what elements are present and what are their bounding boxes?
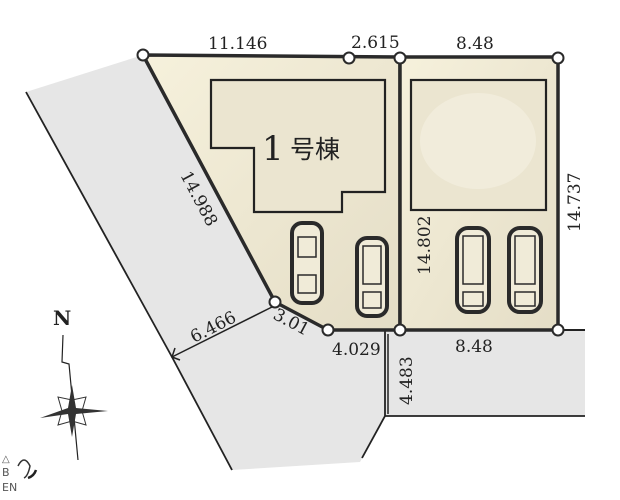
house-1-footprint	[209, 78, 387, 214]
north-label: N	[53, 306, 71, 330]
car-icon	[290, 221, 324, 305]
road-right	[384, 330, 585, 417]
compass-icon: N	[40, 306, 108, 461]
dim-lot2-left: 14.802	[415, 216, 435, 275]
car-icon	[355, 236, 389, 318]
lot-1-number: 1	[262, 129, 284, 169]
lot-1-suffix: 号棟	[290, 135, 340, 164]
dim-road-width-vert: 4.483	[397, 356, 417, 405]
svg-text:B: B	[2, 466, 10, 479]
lot-2[interactable]	[398, 55, 560, 332]
lot-1[interactable]: 1 号棟	[141, 53, 402, 332]
dim-bottom-lot1: 4.029	[332, 340, 381, 360]
svg-text:△: △	[2, 454, 10, 465]
brand-logo: △ B EN	[2, 454, 38, 494]
dim-bottom-lot2: 8.48	[455, 337, 493, 357]
svg-text:EN: EN	[2, 481, 17, 494]
road-left	[25, 55, 275, 358]
dim-top-lot1-long: 11.146	[208, 34, 267, 54]
dim-lot2-right: 14.737	[565, 173, 585, 232]
road-bottom	[171, 302, 386, 471]
boundary-points	[136, 48, 565, 337]
car-icon	[507, 226, 543, 314]
road-width-lines	[171, 306, 389, 414]
dim-top-lot1-short: 2.615	[351, 33, 400, 53]
dim-top-lot2: 8.48	[456, 34, 494, 54]
car-icon	[455, 226, 491, 314]
